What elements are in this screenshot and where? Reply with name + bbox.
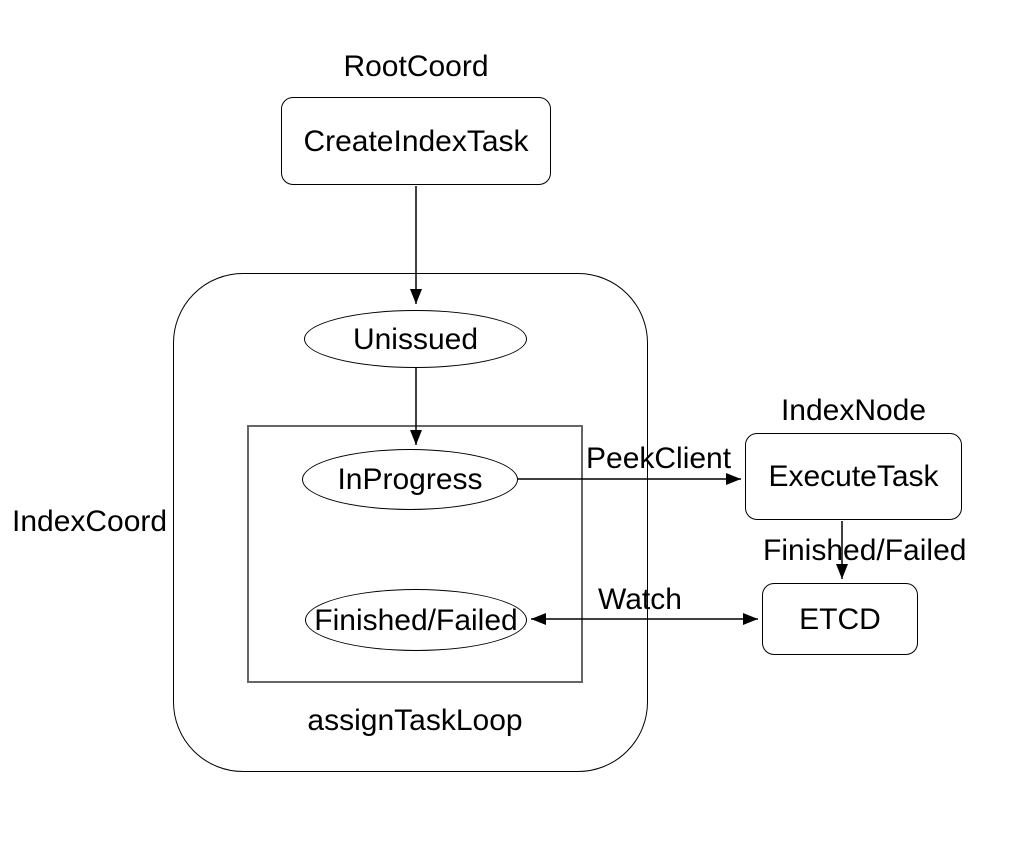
edge-label-finished-failed: Finished/Failed [763, 534, 967, 567]
index-coord-container [173, 273, 648, 772]
node-create-index-task: CreateIndexTask [281, 97, 551, 185]
group-label-assign-task-loop: assignTaskLoop [307, 704, 523, 737]
node-in-progress: InProgress [302, 449, 518, 510]
node-create-index-task-label: CreateIndexTask [303, 124, 529, 158]
group-label-index-coord: IndexCoord [12, 505, 168, 538]
node-etcd-label: ETCD [799, 602, 881, 636]
node-unissued: Unissued [304, 310, 527, 368]
group-label-root-coord: RootCoord [343, 50, 489, 83]
edge-label-watch: Watch [598, 583, 682, 616]
node-finished-failed-label: Finished/Failed [314, 603, 518, 637]
group-label-index-node: IndexNode [780, 394, 927, 427]
node-unissued-label: Unissued [352, 322, 479, 356]
node-execute-task: ExecuteTask [745, 433, 962, 520]
assign-task-loop-container [247, 425, 583, 683]
node-etcd: ETCD [762, 583, 918, 655]
edge-label-peek-client: PeekClient [586, 442, 732, 475]
node-finished-failed: Finished/Failed [305, 589, 527, 651]
node-in-progress-label: InProgress [337, 463, 483, 496]
node-execute-task-label: ExecuteTask [768, 460, 939, 493]
